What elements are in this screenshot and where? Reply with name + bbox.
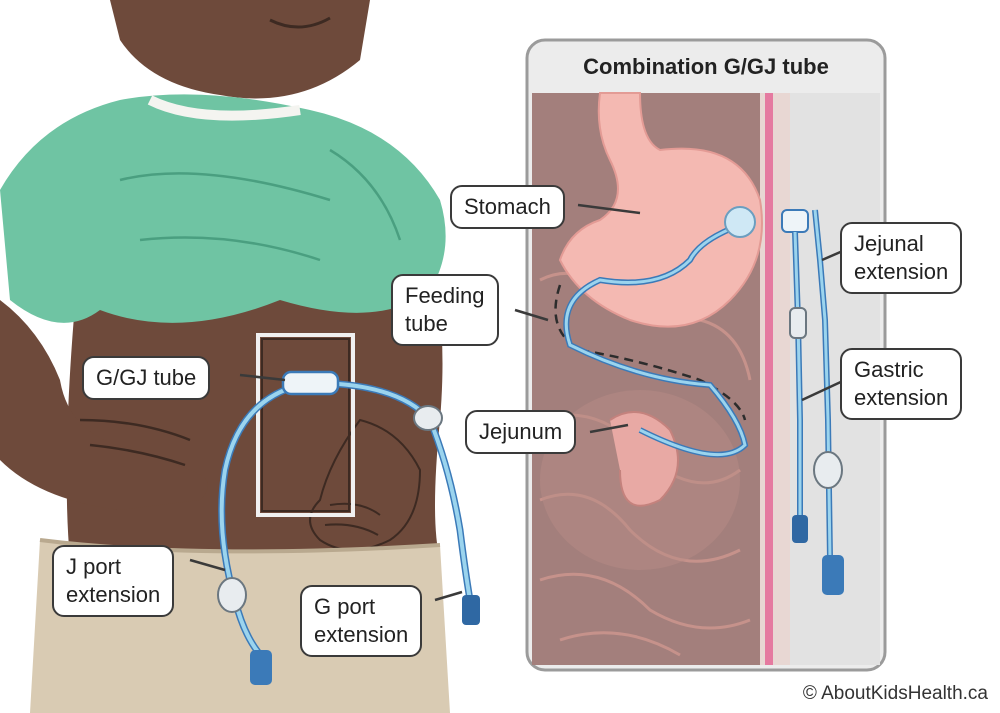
child-face — [110, 0, 370, 99]
child-shirt — [0, 94, 446, 323]
jejunal-connector — [822, 555, 844, 595]
callout-jejunal-extension: Jejunal extension — [840, 222, 963, 294]
callout-jejunum: Jejunum — [465, 410, 577, 454]
g-gj-tube-device — [281, 370, 340, 396]
retention-balloon — [724, 206, 756, 238]
callout-ggj-tube: G/GJ tube — [82, 356, 211, 400]
label-feeding-tube-line1: Feeding — [405, 283, 485, 308]
label-gastric-extension-line1: Gastric — [854, 357, 924, 382]
label-g-port-extension-line1: G port — [314, 594, 376, 619]
callout-j-port-extension: J port extension — [52, 545, 175, 617]
abdominal-wall — [760, 93, 790, 665]
label-jejunal-extension-line1: Jejunal — [854, 231, 924, 256]
copyright-credit: © AboutKidsHealth.ca — [802, 683, 988, 704]
panel-title: Combination G/GJ tube — [583, 54, 829, 79]
stomach — [558, 92, 763, 328]
duodenum-path — [554, 284, 747, 421]
callout-gastric-extension: Gastric extension — [840, 348, 963, 420]
callout-feeding-tube: Feeding tube — [391, 274, 499, 346]
label-g-port-extension-line2: extension — [314, 622, 409, 647]
label-feeding-tube-line2: tube — [405, 311, 448, 336]
j-port-connector — [250, 650, 272, 685]
cross-section-panel — [525, 38, 887, 672]
callout-stomach: Stomach — [450, 185, 565, 229]
child-smile — [269, 16, 331, 29]
g-port-connector — [462, 595, 480, 625]
jejunum — [609, 411, 679, 507]
gastric-connector — [792, 515, 808, 543]
clamp-upper — [789, 307, 807, 339]
external-hub — [781, 209, 809, 233]
callout-g-port-extension: G port extension — [300, 585, 423, 657]
label-jejunal-extension-line2: extension — [854, 259, 949, 284]
label-stomach: Stomach — [464, 194, 551, 219]
tube-site-highlight — [256, 333, 355, 517]
j-port-clamp — [217, 577, 247, 613]
label-j-port-extension-line1: J port — [66, 554, 122, 579]
label-ggj-tube: G/GJ tube — [96, 365, 197, 390]
label-jejunum: Jejunum — [479, 419, 563, 444]
shirt-collar — [147, 95, 301, 121]
leader-lines — [189, 203, 846, 602]
label-gastric-extension-line2: extension — [854, 385, 949, 410]
g-port-clamp — [413, 405, 443, 431]
clamp-lower — [813, 451, 843, 489]
label-j-port-extension-line2: extension — [66, 582, 161, 607]
